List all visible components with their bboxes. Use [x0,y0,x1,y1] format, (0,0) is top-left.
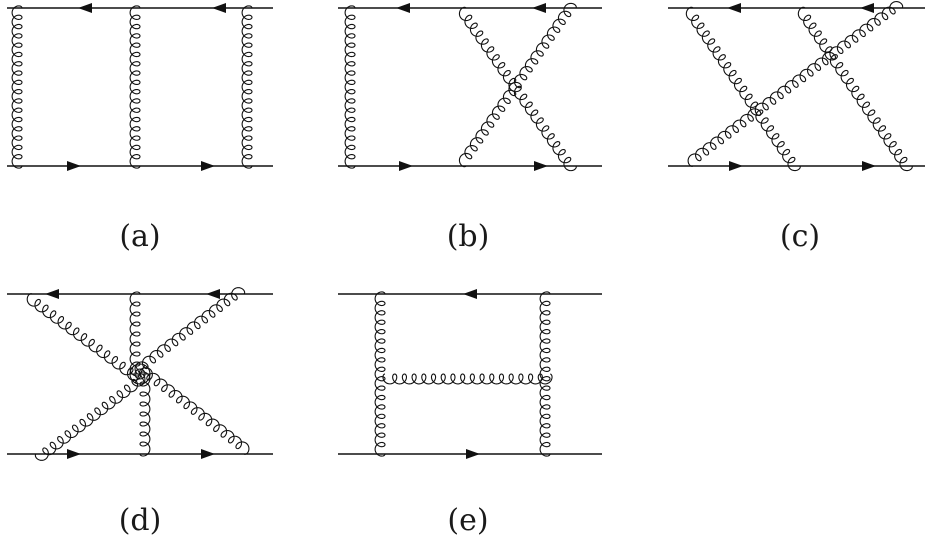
gluon-line-to-vertex [26,293,142,381]
gluon-curly-path [138,367,250,455]
gluon-line-crossed-2 [458,2,577,168]
arrow-right [466,449,480,459]
arrow-right [862,161,876,171]
six-gluon-vertex-blob [129,363,151,385]
gluon-curly-path [241,5,253,169]
panel-caption-e: (e) [447,503,488,538]
gluon-line-1 [11,5,23,169]
arrow-right [399,161,413,171]
gluon-line-crossed-3 [687,1,904,167]
panel-caption-a: (a) [119,219,160,254]
gluon-curly-path [344,5,356,169]
gluon-line-1 [344,5,356,169]
arrow-left [206,289,220,299]
gluon-line-2 [129,5,141,169]
panel-a: (a) [7,3,273,254]
gluon-curly-path [139,371,151,457]
gluon-line-horizontal [382,373,553,385]
gluon-line-to-vertex [134,287,246,375]
panel-caption-c: (c) [780,219,820,254]
gluon-curly-path [129,291,141,377]
arrow-right [67,449,81,459]
gluon-curly-path [374,291,386,457]
arrow-right [534,161,548,171]
arrow-left [532,3,546,13]
gluon-line-to-vertex [34,373,146,461]
panel-caption-d: (d) [119,503,162,538]
gluon-line-3 [241,5,253,169]
panel-e: (e) [338,289,602,538]
gluon-line-to-vertex [139,371,151,457]
panel-caption-b: (b) [447,219,490,254]
arrow-left [45,289,59,299]
panel-d: (d) [7,287,273,538]
gluon-curly-path [26,293,142,381]
gluon-line-crossed-2 [797,6,913,172]
arrow-left [396,3,410,13]
gluon-curly-path [458,2,577,168]
arrow-right [729,161,743,171]
panel-b: (b) [338,2,602,254]
gluon-curly-path [34,373,146,461]
arrow-left [860,3,874,13]
gluon-curly-path [129,5,141,169]
arrow-left [212,3,226,13]
gluon-curly-path [797,6,913,172]
gluon-line-to-vertex [138,367,250,455]
panel-c: (c) [668,1,925,254]
gluon-curly-path [382,373,553,385]
gluon-line-left-vertical [374,291,386,457]
gluon-curly-path [134,287,246,375]
arrow-left [463,289,477,299]
arrow-right [201,161,215,171]
arrow-right [201,449,215,459]
arrow-right [67,161,81,171]
arrow-left [727,3,741,13]
arrow-left [78,3,92,13]
gluon-curly-path [11,5,23,169]
gluon-line-crossed-1 [685,6,801,172]
gluon-line-to-vertex [129,291,141,377]
gluon-curly-path [685,6,801,172]
gluon-curly-path [687,1,904,167]
